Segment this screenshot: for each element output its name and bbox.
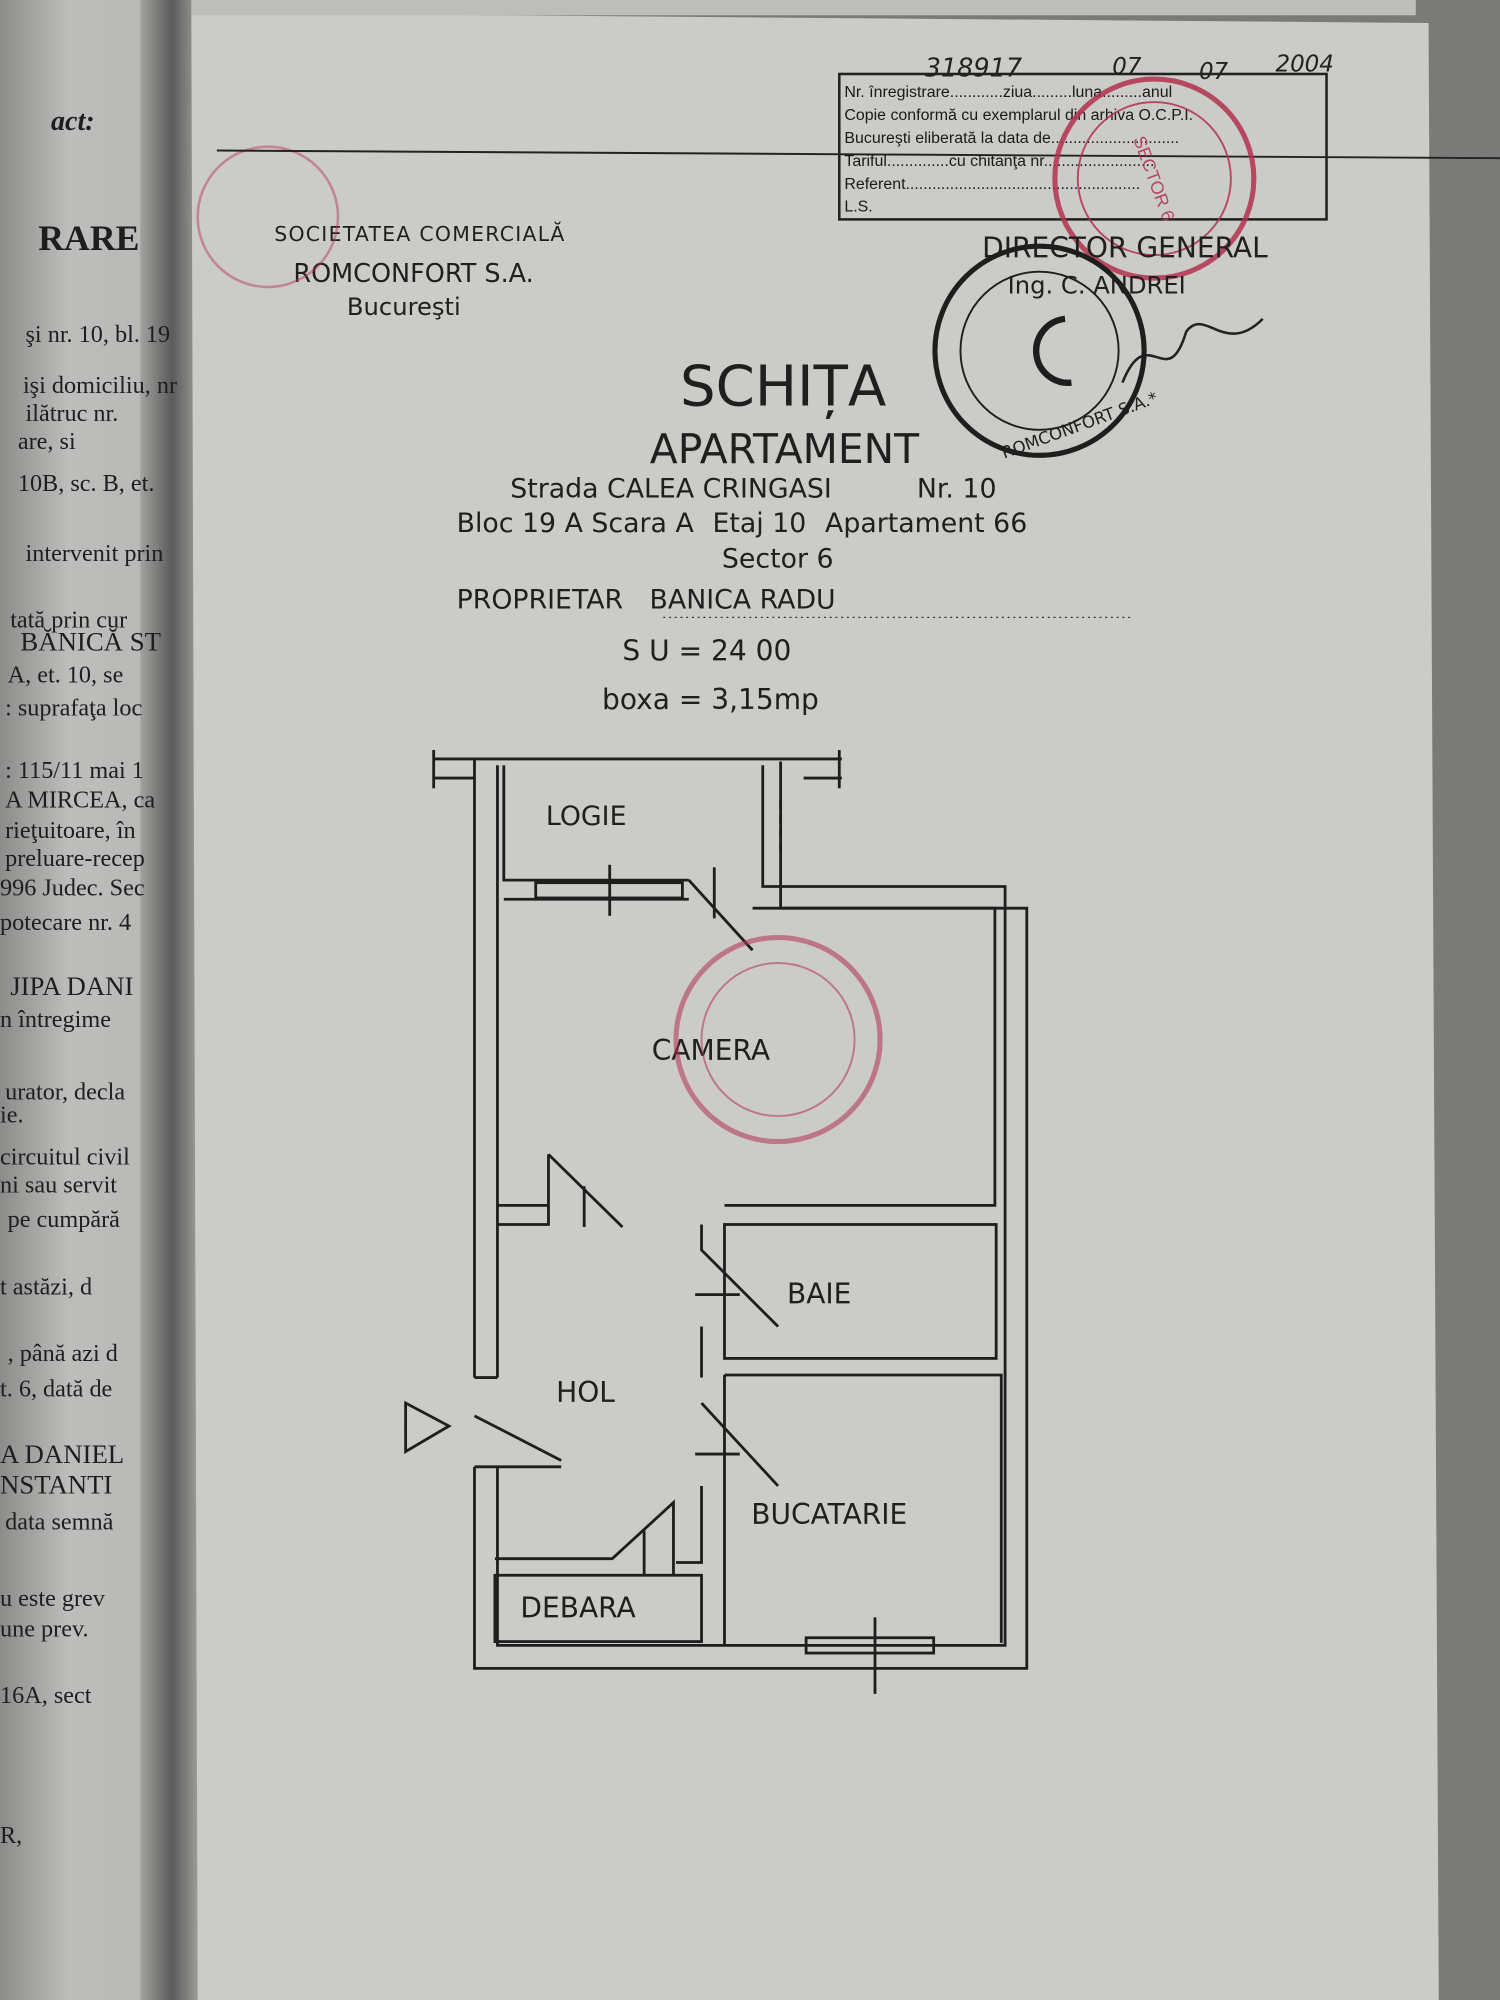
- left-page-line: une prev.: [0, 1615, 89, 1642]
- entrance-arrow-icon: [404, 1400, 452, 1454]
- company-city: Bucureşti: [347, 293, 461, 321]
- left-page-line: A DANIEL: [0, 1439, 124, 1469]
- room-hol: HOL: [556, 1376, 615, 1409]
- svg-text:PROPRIETAR BANICA RADU: PROPRIETAR BANICA RADU: [457, 584, 836, 615]
- svg-text:Sector 6: Sector 6: [722, 544, 834, 575]
- director-name: Ing. C. ANDREI: [1008, 271, 1186, 299]
- reg-month-handwritten: 07: [1199, 59, 1229, 85]
- svg-text:Bloc 19 A Scara: Bloc 19 A Scara A Etaj 10 Apartament 66: [457, 508, 1028, 539]
- sector-label: Sector: [722, 544, 808, 575]
- left-page-line: A MIRCEA, ca: [5, 786, 155, 813]
- sketch-subtitle: APARTAMENT: [650, 425, 920, 473]
- left-page-line: NSTANTI: [0, 1470, 112, 1500]
- registration-row: Copie conformă cu exemplarul din arhiva …: [844, 107, 1193, 124]
- sketch-title: SCHIȚA: [680, 355, 886, 420]
- apartament-label: Apartament: [825, 508, 985, 539]
- street-value: CALEA CRINGASI: [607, 473, 832, 504]
- left-page-line: ilătruc nr.: [26, 400, 119, 427]
- red-seal-left: [196, 145, 340, 289]
- left-page-line: t astăzi, d: [0, 1274, 92, 1301]
- left-page-line: şi nr. 10, bl. 19: [26, 321, 171, 348]
- left-header: act:: [51, 106, 95, 137]
- left-page-line: potecare nr. 4: [0, 909, 131, 936]
- left-page-line: urator, decla: [5, 1078, 125, 1105]
- left-page-line: u este grev: [0, 1585, 106, 1612]
- floor-plan: LOGIE CAMERA BAIE HOL BUCATARIE DEBARA: [404, 750, 1029, 1694]
- nr-value: 10: [962, 473, 996, 504]
- street-label: Strada: [510, 473, 598, 504]
- main-sheet: [191, 12, 1439, 2000]
- bloc-label: Bloc: [457, 508, 514, 539]
- etaj-value: 10: [772, 508, 806, 539]
- left-page-line: , până azi d: [8, 1340, 118, 1367]
- registration-row: Bucureşti eliberată la data de..........…: [844, 130, 1179, 147]
- nr-label: Nr.: [917, 473, 954, 504]
- left-page-line: n întregime: [0, 1006, 111, 1033]
- reg-number-handwritten: 318917: [925, 54, 1022, 84]
- room-bucatarie: BUCATARIE: [751, 1498, 907, 1531]
- red-seal-center: [673, 934, 883, 1145]
- left-page-line: 16A, sect: [0, 1682, 92, 1709]
- left-page-line: rieţuitoare, în: [5, 817, 135, 844]
- left-page-line: A, et. 10, se: [8, 661, 124, 688]
- company-name: ROMCONFORT S.A.: [293, 259, 533, 289]
- registration-box: Nr. înregistrare............ziua........…: [216, 51, 1500, 221]
- left-page-line: pe cumpără: [8, 1206, 121, 1233]
- room-debara: DEBARA: [520, 1591, 635, 1624]
- apartament-value: 66: [993, 508, 1027, 539]
- scara-label: Scara: [591, 508, 667, 539]
- svg-text:Strada CALEA CRINGASI: Strada CALEA CRINGASI Nr. 10: [510, 473, 996, 504]
- left-page-line: are, si: [18, 428, 76, 455]
- left-page-line: ie.: [0, 1101, 24, 1128]
- room-baie: BAIE: [787, 1278, 851, 1311]
- left-title: RARE: [38, 218, 139, 258]
- sector-value: 6: [817, 544, 834, 575]
- left-page-line: ni sau servit: [0, 1172, 117, 1199]
- left-page-line: JIPA DANI: [10, 971, 133, 1001]
- left-page-line: intervenit prin: [26, 540, 164, 567]
- left-page-line: BĂNICĂ ST: [20, 627, 161, 657]
- room-logie: LOGIE: [546, 801, 627, 832]
- left-page-line: R,: [0, 1822, 22, 1849]
- left-page-line: 996 Judec. Sec: [0, 874, 145, 901]
- owner-label: PROPRIETAR: [457, 584, 624, 615]
- left-page-line: tată prin cur: [10, 607, 127, 634]
- scara-value: A: [675, 508, 694, 539]
- left-page-line: : suprafaţa loc: [5, 695, 142, 722]
- left-page-line: data semnă: [5, 1508, 114, 1535]
- left-page-text: act: RARE şi nr. 10, bl. 19 işi domiciliu…: [0, 106, 177, 1849]
- room-camera: CAMERA: [652, 1034, 770, 1067]
- registration-row: Referent................................…: [844, 176, 1140, 193]
- owner-value: BANICA RADU: [650, 584, 836, 615]
- reg-day-handwritten: 07: [1112, 54, 1142, 80]
- sketch-header: SCHIȚA APARTAMENT Strada CALEA CRINGASI …: [457, 355, 1133, 716]
- reg-year-handwritten: 2004: [1276, 51, 1334, 77]
- left-page-line: işi domiciliu, nr: [23, 372, 177, 399]
- surface-useful: S U = 24 00: [622, 635, 791, 668]
- registration-row: Nr. înregistrare............ziua........…: [844, 84, 1172, 101]
- registration-row: Tariful..............cu chitanţa nr.....…: [844, 153, 1154, 170]
- storage-area: boxa = 3,15mp: [602, 683, 819, 716]
- company-line-1: SOCIETATEA COMERCIALĂ: [274, 220, 565, 246]
- registration-row: L.S.: [844, 199, 872, 216]
- left-page-line: : 115/11 mai 1: [5, 757, 144, 784]
- left-page-line: circuitul civil: [0, 1144, 130, 1171]
- left-page-line: t. 6, dată de: [0, 1376, 112, 1403]
- bloc-value: 19 A: [522, 508, 584, 539]
- left-page-line: 10B, sc. B, et.: [18, 470, 155, 497]
- etaj-label: Etaj: [713, 508, 764, 539]
- left-page-line: preluare-recep: [5, 845, 145, 872]
